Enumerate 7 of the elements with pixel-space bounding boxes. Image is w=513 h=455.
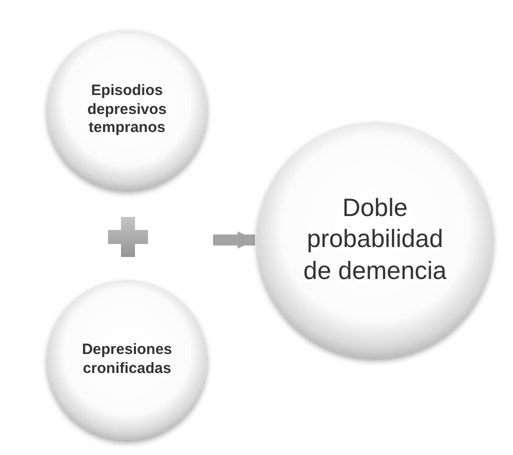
node-label: Doble probabilidad de demencia xyxy=(302,193,448,287)
glossy-circle xyxy=(47,30,207,190)
block-arrow xyxy=(213,231,255,249)
node-label: Episodios depresivos tempranos xyxy=(86,82,168,138)
node-label: Depresiones cronificadas xyxy=(80,341,174,379)
glossy-circle xyxy=(257,122,493,358)
glossy-circle xyxy=(47,280,207,440)
